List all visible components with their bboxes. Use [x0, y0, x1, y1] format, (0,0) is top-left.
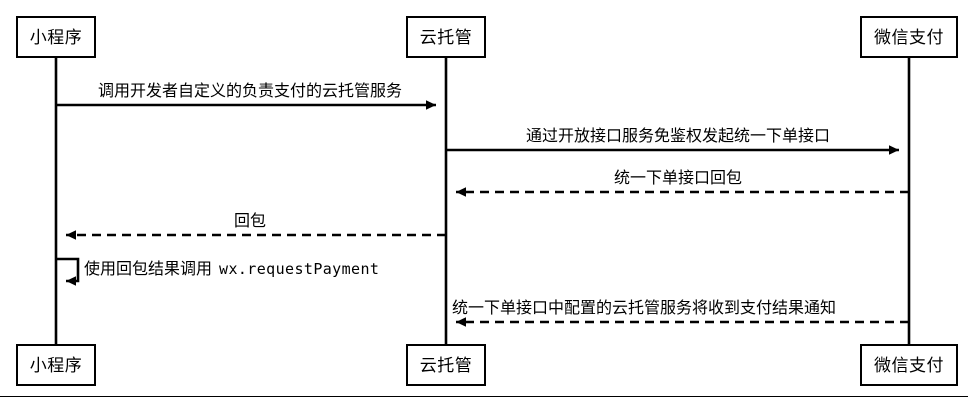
actor-box-miniprogram-top[interactable]: 小程序 [16, 16, 96, 58]
actor-box-miniprogram-bottom[interactable]: 小程序 [16, 344, 96, 386]
actor-box-cloudhosting-bottom[interactable]: 云托管 [406, 344, 486, 386]
message-label-5-text: 使用回包结果调用 [84, 261, 213, 278]
message-label-3: 统一下单接口回包 [613, 170, 743, 187]
actor-label-cloudhosting-bottom: 云托管 [419, 355, 473, 375]
message-label-1: 调用开发者自定义的负责支付的云托管服务 [97, 83, 403, 100]
actor-box-wechatpay-bottom[interactable]: 微信支付 [860, 344, 958, 386]
message-arrow-5-self [56, 257, 80, 286]
actor-label-miniprogram-top: 小程序 [29, 27, 83, 47]
footer-divider [0, 396, 968, 397]
message-label-2: 通过开放接口服务免鉴权发起统一下单接口 [525, 128, 831, 145]
actor-label-wechatpay-top: 微信支付 [874, 27, 944, 47]
message-label-5: 使用回包结果调用 wx.requestPayment [84, 262, 379, 278]
actor-label-miniprogram-bottom: 小程序 [29, 355, 83, 375]
message-label-4: 回包 [233, 213, 267, 230]
actor-box-cloudhosting-top[interactable]: 云托管 [406, 16, 486, 58]
message-label-6: 统一下单接口中配置的云托管服务将收到支付结果通知 [452, 300, 837, 317]
actor-label-wechatpay-bottom: 微信支付 [874, 355, 944, 375]
actor-box-wechatpay-top[interactable]: 微信支付 [860, 16, 958, 58]
message-label-5-code: wx.requestPayment [219, 260, 380, 278]
actor-label-cloudhosting-top: 云托管 [419, 27, 473, 47]
